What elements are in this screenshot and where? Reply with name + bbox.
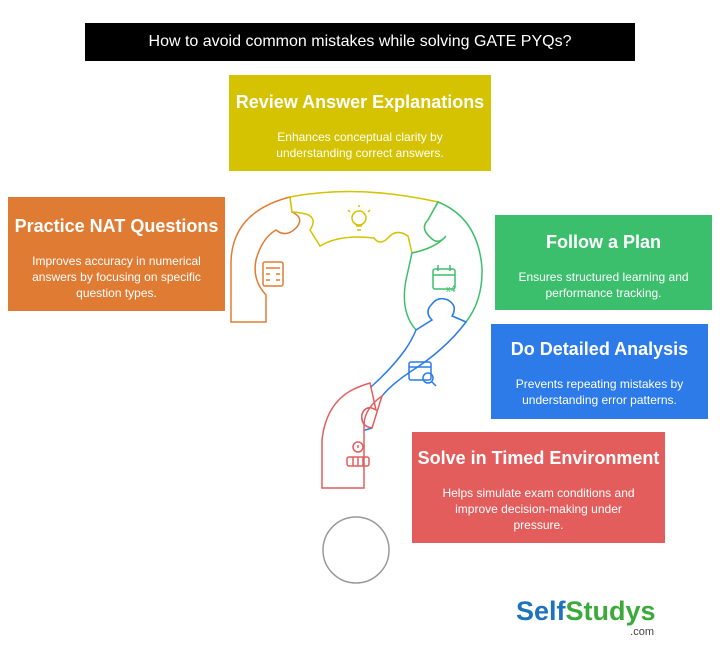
svg-text:x4: x4 [446, 284, 456, 294]
segment-practice-outline [230, 196, 301, 323]
logo-wordmark: SelfStudys [516, 596, 658, 626]
question-mark-dot [322, 516, 390, 584]
segment-review-outline [289, 190, 447, 254]
selfstudys-logo: SelfStudys .com [516, 596, 658, 640]
card-practice: Practice NAT Questions Improves accuracy… [8, 197, 225, 311]
card-timed: Solve in Timed Environment Helps simulat… [412, 432, 665, 543]
lightbulb-icon [347, 205, 371, 231]
card-review: Review Answer Explanations Enhances conc… [229, 75, 491, 171]
magnifier-icon [408, 361, 437, 387]
card-plan-desc: Ensures structured learning and performa… [518, 270, 689, 300]
card-plan: Follow a Plan Ensures structured learnin… [495, 215, 712, 310]
header-bar: How to avoid common mistakes while solvi… [85, 23, 635, 61]
segment-timed-outline [321, 382, 384, 489]
question-hook-inner [275, 246, 390, 322]
card-analysis: Do Detailed Analysis Prevents repeating … [491, 324, 708, 419]
card-analysis-title: Do Detailed Analysis [510, 339, 689, 359]
logo-studys-text: Studys [565, 596, 656, 626]
timer-icon [346, 441, 370, 467]
card-analysis-desc: Prevents repeating mistakes by understan… [515, 377, 684, 407]
card-timed-title: Solve in Timed Environment [417, 448, 660, 468]
page-title: How to avoid common mistakes while solvi… [148, 33, 572, 50]
logo-self-text: Self [516, 596, 566, 626]
card-practice-title: Practice NAT Questions [14, 216, 219, 236]
card-review-title: Review Answer Explanations [235, 92, 485, 112]
card-review-desc: Enhances conceptual clarity by understan… [276, 130, 444, 160]
calculator-icon [262, 261, 284, 287]
logo-com-text: .com [630, 626, 654, 638]
card-plan-title: Follow a Plan [545, 232, 661, 252]
card-timed-desc: Helps simulate exam conditions and impro… [442, 486, 635, 532]
calendar-icon: x4 [432, 265, 456, 294]
card-practice-desc: Improves accuracy in numerical answers b… [32, 254, 201, 300]
